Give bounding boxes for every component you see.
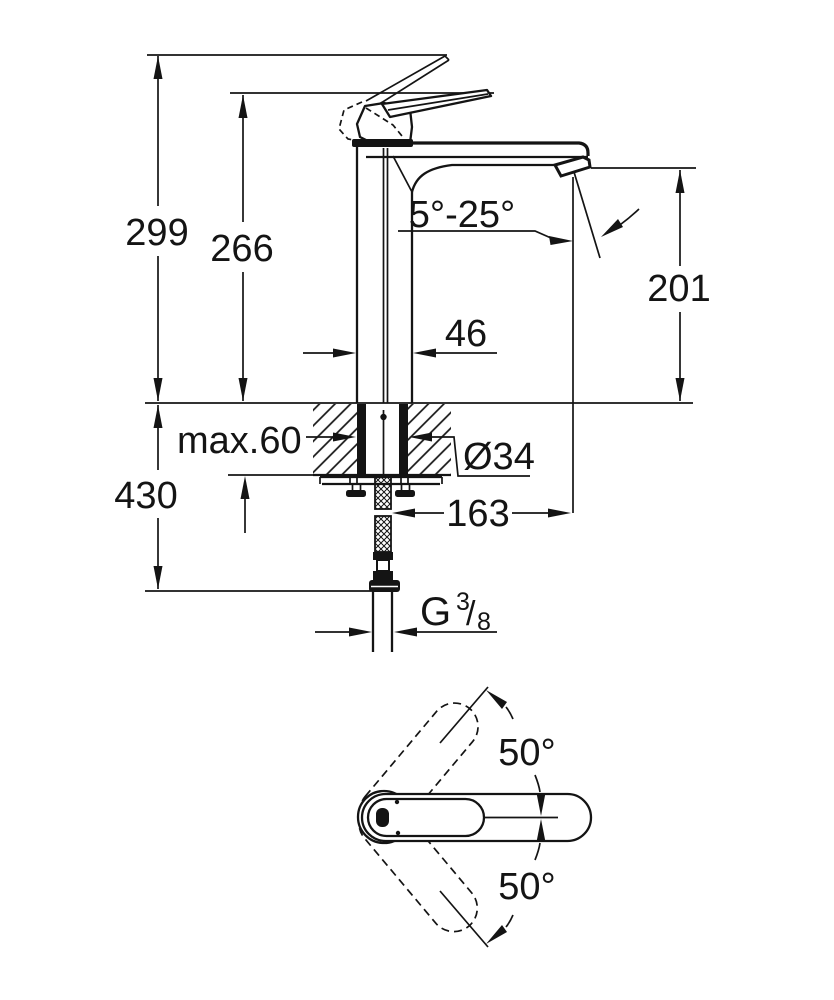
- side-view: 299 266 430 max.60: [114, 54, 711, 652]
- aerator-outlet: [552, 155, 592, 178]
- dim-label-below-deck: 430: [114, 475, 177, 517]
- dimension-430: 430: [114, 405, 178, 589]
- spout-top: [357, 141, 590, 156]
- spout-underside: [410, 163, 556, 193]
- handle-raised-lever: [365, 55, 446, 102]
- dim-label-thread: G 3 / 8: [420, 577, 491, 636]
- dimension-201: 201: [647, 170, 711, 401]
- supply-hose: [369, 476, 400, 652]
- dimension-46: 46: [303, 313, 497, 358]
- dim-label-body-width: 46: [445, 313, 487, 355]
- dimension-hole-diameter: Ø34: [306, 432, 535, 478]
- stream-direction-line: [573, 171, 601, 259]
- faucet-body: [355, 141, 592, 403]
- handle-raised-body-dashed: [338, 101, 363, 142]
- dim-label-outlet-height: 201: [647, 268, 710, 310]
- dimension-swivel-upper: 50°: [486, 690, 556, 816]
- pin-dot-top: [394, 799, 400, 805]
- top-view: 50° 50°: [356, 686, 593, 948]
- annotation-spout-angle: 5°-25°: [398, 171, 640, 259]
- handle-plan-outline: [360, 792, 593, 843]
- dim-label-mount-thickness: max.60: [177, 420, 302, 462]
- dimension-266: 266: [210, 95, 274, 401]
- dim-label-overall-height: 299: [125, 212, 188, 254]
- pin-dot-bottom: [395, 830, 401, 836]
- dim-label-hole-diameter: Ø34: [463, 436, 535, 478]
- swivel-up-extension-line: [439, 686, 489, 744]
- handle-body-inner-dashed: [365, 107, 403, 137]
- extension-lines: [145, 54, 696, 592]
- shank-screw-dot: [380, 413, 387, 421]
- dim-label-swivel-upper: 50°: [498, 732, 555, 774]
- dim-label-spout-angle: 5°-25°: [409, 194, 515, 236]
- handle-base: [352, 139, 413, 147]
- hose-braid-lower: [374, 515, 392, 553]
- dim-label-swivel-lower: 50°: [498, 866, 555, 908]
- shank-wall-left: [357, 404, 366, 477]
- dimension-299: 299: [125, 56, 189, 401]
- handle-lever: [380, 88, 493, 119]
- dim-label-outlet-reach: 163: [446, 493, 509, 535]
- hose-braid-upper: [374, 476, 392, 510]
- handle-mouth: [376, 808, 389, 827]
- dimension-swivel-lower: 50°: [486, 819, 556, 944]
- dim-label-handle-height: 266: [210, 228, 273, 270]
- dimension-thread: G 3 / 8: [315, 577, 497, 637]
- swivel-down-extension-line: [439, 890, 489, 948]
- mounting-bolt-left: [346, 490, 366, 497]
- mounting-bolt-right: [395, 490, 415, 497]
- lever-handle: [338, 55, 493, 147]
- dimension-163: 163: [392, 493, 571, 535]
- dimension-max60: max.60: [177, 420, 302, 533]
- shank-wall-right: [399, 404, 408, 477]
